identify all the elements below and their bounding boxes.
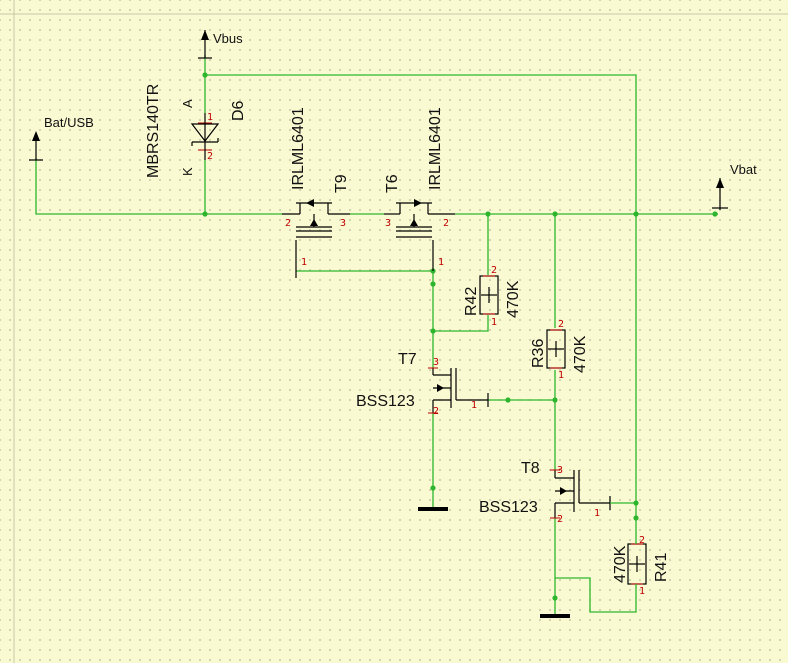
r42-ref: R42: [463, 287, 480, 316]
mosfet-t8: 3 2 1 T8 BSS123: [479, 460, 636, 525]
r41-ref: R41: [653, 553, 670, 582]
svg-text:2: 2: [207, 151, 213, 162]
resistor-r36: 2 1 R36 470K: [530, 319, 589, 381]
svg-text:1: 1: [207, 112, 213, 123]
svg-text:1: 1: [491, 317, 497, 328]
mosfet-t7: 3 2 1 T7 BSS123: [356, 351, 489, 417]
mosfet-t9: 2 3 1 T9 IRLML6401: [282, 107, 350, 278]
svg-text:2: 2: [558, 319, 564, 330]
svg-text:1: 1: [639, 586, 645, 597]
svg-text:3: 3: [340, 218, 346, 229]
r41-value: 470K: [612, 545, 629, 583]
vbat-label: Vbat: [730, 162, 757, 177]
svg-text:1: 1: [558, 370, 564, 381]
resistor-r41: 2 1 470K R41: [612, 535, 670, 597]
svg-text:3: 3: [433, 357, 439, 368]
diode-d6: 1 2 A K D6 MBRS140TR: [145, 84, 247, 178]
svg-text:1: 1: [471, 400, 477, 411]
t8-part: BSS123: [479, 499, 538, 516]
t8-ref: T8: [521, 460, 540, 477]
t6-part: IRLML6401: [427, 107, 444, 190]
t9-ref: T9: [333, 174, 350, 193]
d6-ref: D6: [230, 100, 247, 121]
svg-text:2: 2: [285, 218, 291, 229]
resistor-r42: 2 1 R42 470K: [463, 265, 522, 328]
svg-text:2: 2: [639, 535, 645, 546]
svg-text:2: 2: [557, 514, 563, 525]
t7-part: BSS123: [356, 393, 415, 410]
t9-part: IRLML6401: [290, 107, 307, 190]
vbus-label: Vbus: [213, 31, 243, 46]
port-bat-usb: Bat/USB: [29, 115, 94, 161]
svg-text:2: 2: [491, 265, 497, 276]
svg-text:1: 1: [594, 508, 600, 519]
svg-text:3: 3: [557, 465, 563, 476]
bat-usb-label: Bat/USB: [44, 115, 94, 130]
t7-ref: T7: [398, 351, 417, 368]
svg-text:1: 1: [438, 257, 444, 268]
r36-value: 470K: [572, 335, 589, 373]
wires: [35, 55, 718, 616]
d6-part: MBRS140TR: [145, 84, 162, 178]
svg-text:1: 1: [301, 257, 307, 268]
svg-text:3: 3: [385, 218, 391, 229]
svg-text:2: 2: [433, 406, 439, 417]
port-vbus: Vbus: [198, 30, 243, 59]
t6-ref: T6: [384, 174, 401, 193]
ground-symbol: [540, 614, 570, 618]
mosfet-t6: 3 2 1 T6 IRLML6401: [384, 107, 455, 271]
ground-symbol: [418, 507, 448, 511]
d6-anode-label: A: [180, 99, 195, 108]
svg-text:2: 2: [443, 218, 449, 229]
r42-value: 470K: [505, 280, 522, 318]
r36-ref: R36: [530, 339, 547, 368]
junctions: [202, 72, 718, 601]
port-vbat: Vbat: [712, 162, 757, 210]
d6-cathode-label: K: [180, 167, 195, 176]
